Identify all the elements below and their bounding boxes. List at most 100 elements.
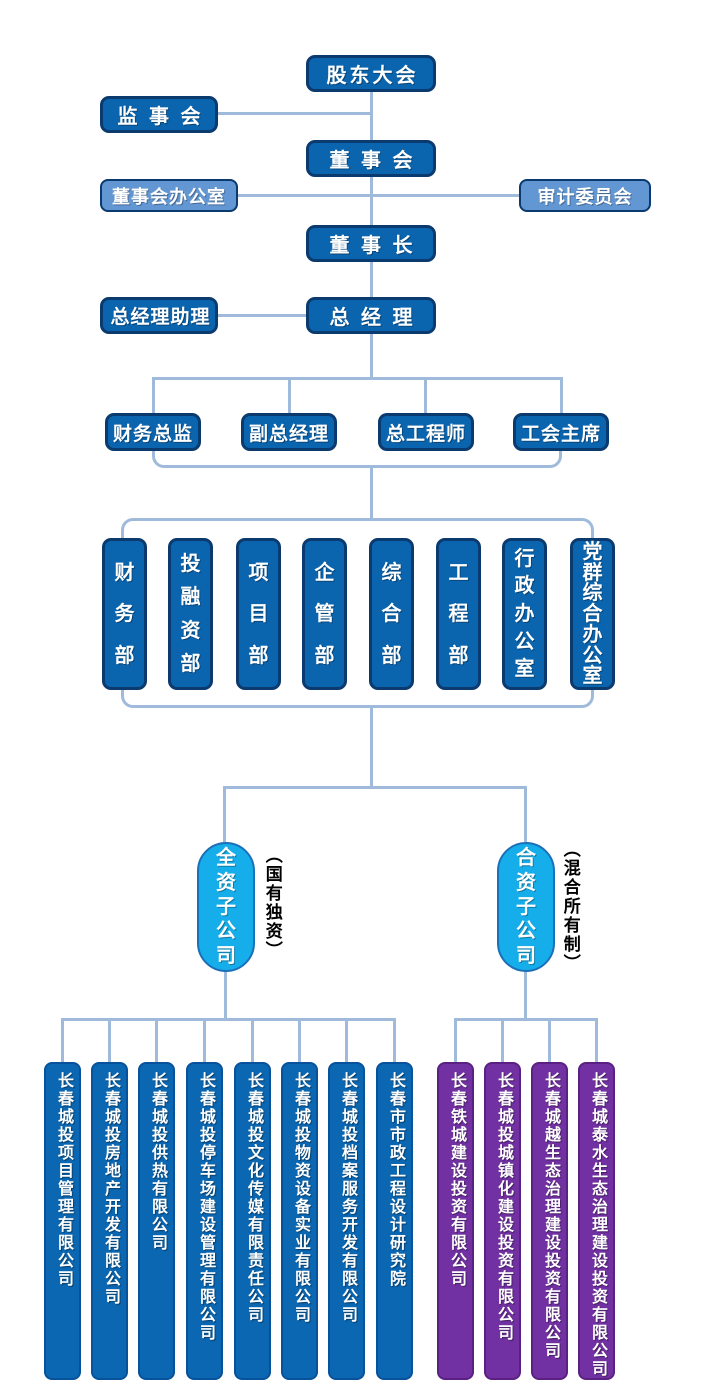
annotation-mixed-ownership: （混合所有制）	[560, 840, 580, 973]
node-dept-enterprise-management: 企管部	[302, 538, 347, 690]
dept-label: 财务部	[105, 541, 144, 687]
wholly-owned-drop-4	[203, 1018, 206, 1062]
connector-supervisory-link	[218, 112, 372, 115]
subsidiary-tiecheng-construction: 长春铁城建设投资有限公司	[437, 1062, 474, 1380]
node-dept-engineering: 工程部	[436, 538, 481, 690]
char: 室	[514, 658, 535, 681]
node-board-of-directors: 董 事 会	[306, 140, 436, 177]
char: 融	[180, 586, 201, 609]
joint-venture-drop-3	[548, 1018, 551, 1062]
groups-split-bracket	[223, 786, 527, 842]
dept-label: 行政办公室	[505, 541, 544, 687]
wholly-owned-branch-line	[61, 1018, 396, 1021]
char: 资	[216, 871, 236, 894]
char: 部	[180, 652, 201, 675]
node-gm-assistant: 总经理助理	[100, 297, 218, 334]
dept-label: 工程部	[439, 541, 478, 687]
wholly-owned-drop-5	[251, 1018, 254, 1062]
char: 子	[516, 895, 536, 918]
subsidiary-real-estate: 长春城投房地产开发有限公司	[91, 1062, 128, 1380]
annotation-state-owned: （国有独资）	[262, 846, 282, 960]
node-board-office: 董事会办公室	[100, 179, 238, 212]
char: 公	[582, 644, 603, 667]
joint-venture-drop-2	[501, 1018, 504, 1062]
char: 公	[514, 630, 535, 653]
char: 工	[448, 561, 469, 584]
group-label: 全资子公司	[199, 844, 253, 970]
char: 子	[216, 895, 236, 918]
char: 合	[582, 603, 603, 625]
joint-venture-drop-4	[595, 1018, 598, 1062]
char: 部	[381, 644, 402, 667]
subsidiary-urbanization-investment: 长春城投城镇化建设投资有限公司	[484, 1062, 521, 1380]
char: 企	[314, 561, 335, 584]
node-dept-general: 综合部	[369, 538, 414, 690]
char: 司	[516, 944, 536, 967]
connector-assistant-link	[218, 314, 306, 317]
char: 管	[314, 603, 335, 625]
wholly-owned-drop-8	[393, 1018, 396, 1062]
connector-shareholders-board	[370, 92, 373, 140]
char: 部	[114, 644, 135, 667]
node-audit-committee: 审计委员会	[519, 179, 651, 212]
node-union-chairman: 工会主席	[513, 413, 609, 451]
char: 公	[516, 920, 536, 943]
node-shareholders-meeting: 股东大会	[306, 55, 436, 92]
management-bottom-bracket	[152, 451, 562, 468]
char: 党	[582, 540, 603, 563]
char: 资	[516, 871, 536, 894]
departments-bottom-bracket	[121, 690, 594, 708]
node-dept-admin-office: 行政办公室	[502, 538, 547, 690]
wholly-owned-drop-1	[61, 1018, 64, 1062]
char: 群	[582, 561, 603, 584]
subsidiary-parking-construction: 长春城投停车场建设管理有限公司	[186, 1062, 223, 1380]
char: 司	[216, 944, 236, 967]
connector-departments-groups	[370, 706, 373, 786]
char: 程	[448, 603, 469, 625]
wholly-owned-drop-6	[298, 1018, 301, 1062]
joint-venture-drop-1	[454, 1018, 457, 1062]
management-branch-line	[152, 377, 562, 380]
node-dept-project: 项目部	[236, 538, 281, 690]
char: 部	[448, 644, 469, 667]
char: 全	[216, 847, 236, 870]
management-drop-2	[288, 377, 291, 413]
subsidiary-project-management: 长春城投项目管理有限公司	[44, 1062, 81, 1380]
connector-office-audit-link	[238, 194, 519, 197]
char: 综	[582, 582, 603, 605]
node-deputy-gm: 副总经理	[241, 413, 337, 451]
node-dept-investment-financing: 投融资部	[168, 538, 213, 690]
dept-label: 投融资部	[171, 541, 210, 687]
node-general-manager: 总 经 理	[306, 297, 436, 334]
char: 行	[514, 547, 535, 570]
char: 办	[514, 602, 535, 625]
node-chief-engineer: 总工程师	[378, 413, 474, 451]
dept-label: 综合部	[372, 541, 411, 687]
management-drop-3	[424, 377, 427, 413]
connector-oval-left-down	[224, 970, 227, 1018]
wholly-owned-drop-2	[108, 1018, 111, 1062]
char: 务	[114, 603, 135, 625]
node-dept-finance: 财务部	[102, 538, 147, 690]
subsidiary-chengtai-water-ecology: 长春城泰水生态治理建设投资有限公司	[578, 1062, 615, 1380]
wholly-owned-drop-3	[155, 1018, 158, 1062]
wholly-owned-drop-7	[345, 1018, 348, 1062]
char: 目	[248, 603, 269, 625]
subsidiary-chengyue-ecology: 长春城越生态治理建设投资有限公司	[531, 1062, 568, 1380]
joint-venture-branch-line	[454, 1018, 598, 1021]
subsidiary-municipal-design-institute: 长春市市政工程设计研究院	[376, 1062, 413, 1380]
subsidiary-culture-media: 长春城投文化传媒有限责任公司	[234, 1062, 271, 1380]
dept-label: 党群综合办公室	[573, 541, 612, 687]
char: 合	[381, 603, 402, 625]
char: 部	[314, 644, 335, 667]
connector-management-departments	[370, 466, 373, 518]
dept-label: 企管部	[305, 541, 344, 687]
node-chairman: 董 事 长	[306, 225, 436, 262]
char: 财	[114, 561, 135, 584]
node-cfo: 财务总监	[105, 413, 201, 451]
char: 部	[248, 644, 269, 667]
subsidiary-materials-equipment: 长春城投物资设备实业有限公司	[281, 1062, 318, 1380]
char: 公	[216, 920, 236, 943]
departments-top-bracket	[121, 518, 594, 538]
